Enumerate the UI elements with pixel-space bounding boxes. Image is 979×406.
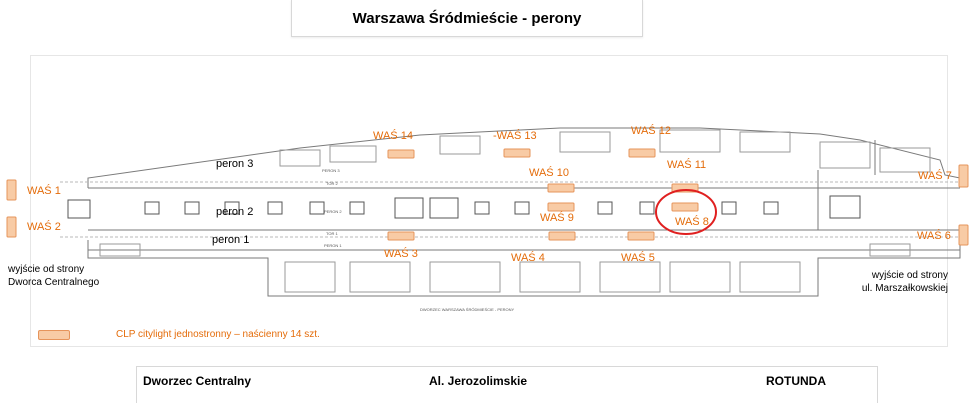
track-lines (60, 181, 960, 238)
direction-right-label: ROTUNDA (766, 374, 826, 388)
citylight-was7 (958, 164, 969, 188)
citylight-was8 (671, 202, 699, 212)
legend-text: CLP citylight jednostronny – naścienny 1… (116, 329, 320, 340)
citylight-was9 (547, 202, 575, 212)
citylight-was1 (6, 179, 17, 201)
citylight-was3 (387, 231, 415, 241)
plan-label-peron2: PERON 2 (324, 209, 342, 214)
lower-building-blocks (99, 243, 911, 293)
label-was-14: WAŚ 14 (373, 130, 413, 142)
citylight-was2 (6, 216, 17, 238)
plan-frame (30, 55, 948, 347)
label-was-4: WAŚ 4 (511, 252, 545, 264)
plan-label-tor1: TOR 1 (326, 231, 338, 236)
citylight-was13 (503, 148, 531, 158)
label-was-2: WAŚ 2 (27, 221, 61, 233)
label-was-9: WAŚ 9 (540, 212, 574, 224)
label-was-1: WAŚ 1 (27, 185, 61, 197)
direction-bar (136, 366, 878, 403)
plan-label-tor2: TOR 2 (326, 181, 338, 186)
direction-left-label: Dworzec Centralny (143, 374, 252, 388)
citylight-was6 (958, 224, 969, 246)
station-outline (87, 127, 961, 297)
exit-right-line2: ul. Marszałkowskiej (861, 283, 948, 294)
citylight-was10 (547, 183, 575, 193)
exit-left-line1: wyjście od strony (8, 264, 85, 275)
plan-label-peron1: PERON 1 (324, 243, 342, 248)
label-was-10: WAŚ 10 (529, 167, 569, 179)
platform-2-pillars (67, 195, 861, 219)
upper-building-blocks (279, 129, 931, 173)
citylight-was5 (627, 231, 655, 241)
title-box: Warszawa Śródmieście - perony (291, 0, 643, 37)
label-peron-2: peron 2 (216, 206, 254, 218)
exit-left: wyjście od strony Dworca Centralnego (8, 263, 99, 289)
label-was-7: WAŚ 7 (918, 170, 952, 182)
citylight-was14 (387, 149, 415, 159)
plan-label-peron3: PERON 3 (322, 168, 340, 173)
citylight-was4 (548, 231, 576, 241)
label-was-6: WAŚ 6 (917, 230, 951, 242)
plan-caption: DWORZEC WARSZAWA ŚRÓDMIEŚCIE - PERONY (420, 307, 515, 312)
citylight-was12 (628, 148, 656, 158)
legend: CLP citylight jednostronny – naścienny 1… (38, 329, 320, 340)
label-was-8: WAŚ 8 (675, 216, 709, 228)
label-peron-3: peron 3 (216, 158, 254, 170)
exit-right-line1: wyjście od strony (871, 270, 948, 281)
page-title: Warszawa Śródmieście - perony (352, 9, 582, 27)
direction-center-label: Al. Jerozolimskie (429, 374, 528, 388)
citylight-markers (6, 148, 969, 246)
label-was-11: WAŚ 11 (667, 159, 707, 171)
legend-swatch (38, 329, 70, 340)
label-was-13: -WAŚ 13 (493, 130, 537, 142)
exit-right: wyjście od strony ul. Marszałkowskiej (848, 269, 948, 295)
label-peron-1: peron 1 (212, 234, 250, 246)
label-was-12: WAŚ 12 (631, 125, 671, 137)
label-was-5: WAŚ 5 (621, 252, 655, 264)
label-was-3: WAŚ 3 (384, 248, 418, 260)
exit-left-line2: Dworca Centralnego (8, 277, 100, 288)
highlight-circle (655, 189, 717, 235)
